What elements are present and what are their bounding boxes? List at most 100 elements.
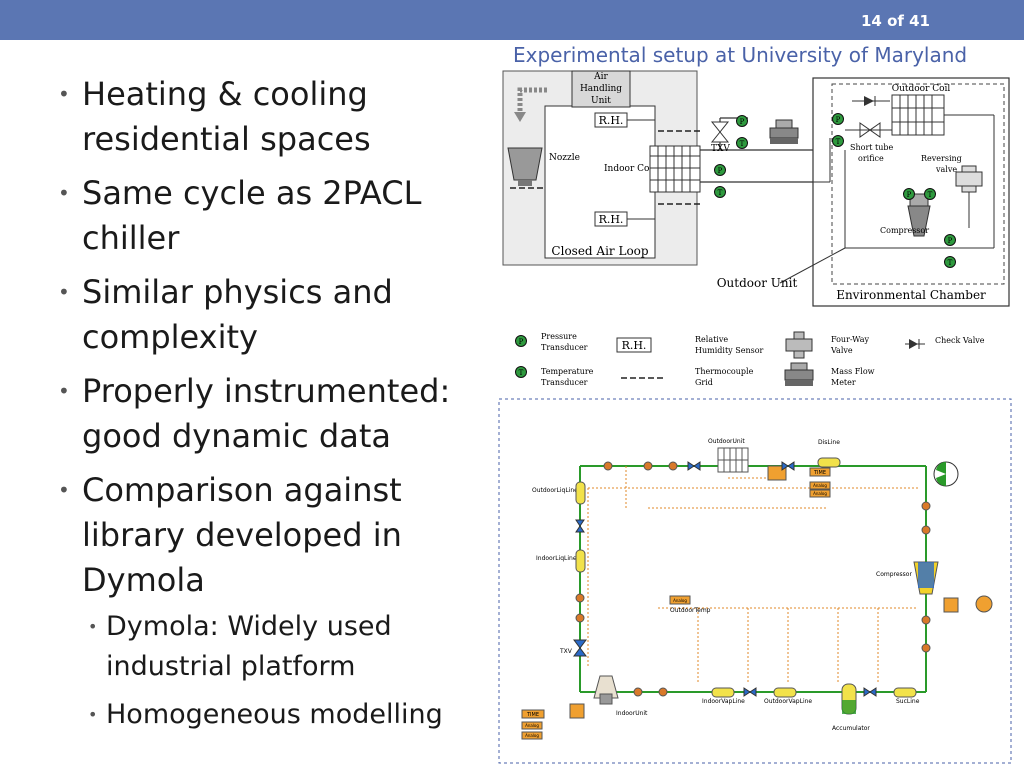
- bullet-list: Heating & cooling residential spaces Sam…: [58, 72, 478, 744]
- bullet-text: Comparison against library developed in …: [82, 471, 402, 599]
- rh-legend-icon: [616, 337, 652, 353]
- legend-temperature-1: Temperature: [541, 367, 594, 376]
- sub-bullet-list: Dymola: Widely used industrial platform …: [82, 607, 478, 735]
- ahu-label-3: Unit: [591, 96, 611, 106]
- legend-rh-1: Relative: [695, 335, 728, 344]
- model-indoor-vap-line-label: IndoorVapLine: [702, 698, 745, 705]
- svg-text:R.H.: R.H.: [622, 339, 647, 352]
- svg-text:T: T: [948, 259, 953, 267]
- legend-rh-2: Humidity Sensor: [695, 346, 764, 355]
- model-indoor-unit-label: IndoorUnit: [616, 710, 648, 717]
- legend-pressure-1: Pressure: [541, 332, 577, 341]
- pressure-transducer: P: [903, 188, 915, 200]
- closed-air-loop-label: Closed Air Loop: [551, 244, 648, 258]
- indoor-coil-icon: [649, 145, 701, 193]
- model-txv-label: TXV: [559, 648, 573, 655]
- page-indicator: 14 of 41: [860, 12, 930, 30]
- outdoor-coil-label: Outdoor Coil: [892, 84, 951, 94]
- svg-text:Analog: Analog: [525, 723, 539, 728]
- temperature-transducer: T: [924, 188, 936, 200]
- time-analog-blocks: TIME Analog Analog: [767, 465, 831, 498]
- environmental-chamber-label: Environmental Chamber: [836, 288, 986, 302]
- model-outdoor-temp-label: OutdoorTemp: [670, 607, 711, 614]
- model-outdoor-unit-label: OutdoorUnit: [708, 438, 745, 445]
- sensor-node: [668, 461, 678, 471]
- legend-thermocouple-1: Thermocouple: [695, 367, 754, 376]
- legend-fourway-2: Valve: [830, 346, 853, 355]
- dis-line-block: [817, 457, 841, 468]
- compressor-label: Compressor: [880, 226, 929, 235]
- outdoor-unit-label: Outdoor Unit: [717, 276, 798, 290]
- indoor-coil-label: Indoor Coil: [604, 164, 655, 174]
- motor-block-icon: [943, 595, 993, 613]
- legend-massflow-1: Mass Flow: [831, 367, 875, 376]
- indoor-vap-line-block: [711, 687, 735, 698]
- check-valve-icon: [852, 96, 890, 106]
- dymola-model-diagram: OutdoorUnit DisLine TIME Analog Analog: [498, 398, 1012, 764]
- check-valve-legend-icon: [905, 339, 925, 349]
- sub-bullet-item: Homogeneous modelling: [82, 695, 478, 735]
- temperature-transducer: T: [944, 256, 956, 268]
- svg-text:P: P: [519, 338, 524, 346]
- model-accumulator-label: Accumulator: [832, 725, 870, 732]
- sensor-node: [921, 525, 931, 535]
- model-indoor-liq-line-label: IndoorLiqLine: [536, 555, 577, 562]
- nozzle-label: Nozzle: [549, 153, 580, 163]
- svg-text:P: P: [740, 118, 745, 126]
- model-dis-line-label: DisLine: [818, 439, 840, 446]
- outdoor-liq-line-block: [575, 481, 586, 505]
- nozzle-icon: [507, 147, 543, 181]
- mass-flow-meter-legend-icon: [784, 362, 814, 386]
- legend-fourway-1: Four-Way: [831, 335, 869, 344]
- svg-text:T: T: [519, 369, 524, 377]
- svg-text:P: P: [948, 237, 953, 245]
- bullet-item: Same cycle as 2PACL chiller: [58, 171, 478, 261]
- svg-text:T: T: [740, 140, 745, 148]
- air-handling-unit: [571, 70, 631, 108]
- sensor-node: [921, 615, 931, 625]
- temperature-transducer: T: [736, 137, 748, 149]
- sensor-node: [921, 501, 931, 511]
- temperature-transducer: T: [714, 186, 726, 198]
- txv-valve-icon: [573, 639, 587, 657]
- sensor-node: [643, 461, 653, 471]
- svg-text:TIME: TIME: [813, 470, 826, 476]
- txv-label: TXV: [711, 144, 730, 154]
- accumulator-block-icon: [841, 683, 857, 715]
- sub-bullet-item: Dymola: Widely used industrial platform: [82, 607, 478, 687]
- outdoor-vap-line-block: [773, 687, 797, 698]
- sensor-node: [603, 461, 613, 471]
- header-bar: 14 of 41: [0, 0, 1024, 40]
- compressor-block-icon: [913, 561, 939, 595]
- bottom-time-analog-blocks: TIME Analog Analog: [521, 703, 585, 740]
- four-way-valve-icon: [955, 165, 983, 193]
- model-outdoor-liq-line-label: OutdoorLiqLine: [532, 487, 578, 494]
- compressor-icon: [907, 193, 931, 237]
- outdoor-coil-icon: [891, 94, 945, 136]
- valve-icons: [575, 461, 877, 697]
- sensor-node: [575, 613, 585, 623]
- bullet-item: Comparison against library developed in …: [58, 468, 478, 735]
- indoor-unit-block-icon: [593, 675, 619, 705]
- suc-line-block: [893, 687, 917, 698]
- pressure-transducer: P: [736, 115, 748, 127]
- pressure-transducer: P: [714, 164, 726, 176]
- pressure-transducer: P: [832, 113, 844, 125]
- pressure-transducer-legend-icon: P: [515, 335, 527, 347]
- model-compressor-label: Compressor: [876, 571, 912, 578]
- schematic-legend: P Pressure Transducer T Temperature Tran…: [515, 331, 985, 387]
- legend-massflow-2: Meter: [831, 378, 856, 387]
- model-suc-line-label: SucLine: [896, 698, 920, 705]
- legend-pressure-2: Transducer: [541, 343, 588, 352]
- svg-text:Analog: Analog: [813, 483, 827, 488]
- svg-text:T: T: [836, 138, 841, 146]
- sensor-node: [921, 643, 931, 653]
- bullet-item: Similar physics and complexity: [58, 270, 478, 360]
- reversing-valve-label-2: valve: [935, 165, 957, 174]
- bullet-item: Heating & cooling residential spaces: [58, 72, 478, 162]
- pressure-transducer: P: [944, 234, 956, 246]
- slide-subtitle: Experimental setup at University of Mary…: [513, 43, 968, 67]
- mass-flow-meter-icon: [769, 119, 799, 144]
- ahu-label-2: Handling: [580, 84, 622, 94]
- svg-text:Analog: Analog: [525, 733, 539, 738]
